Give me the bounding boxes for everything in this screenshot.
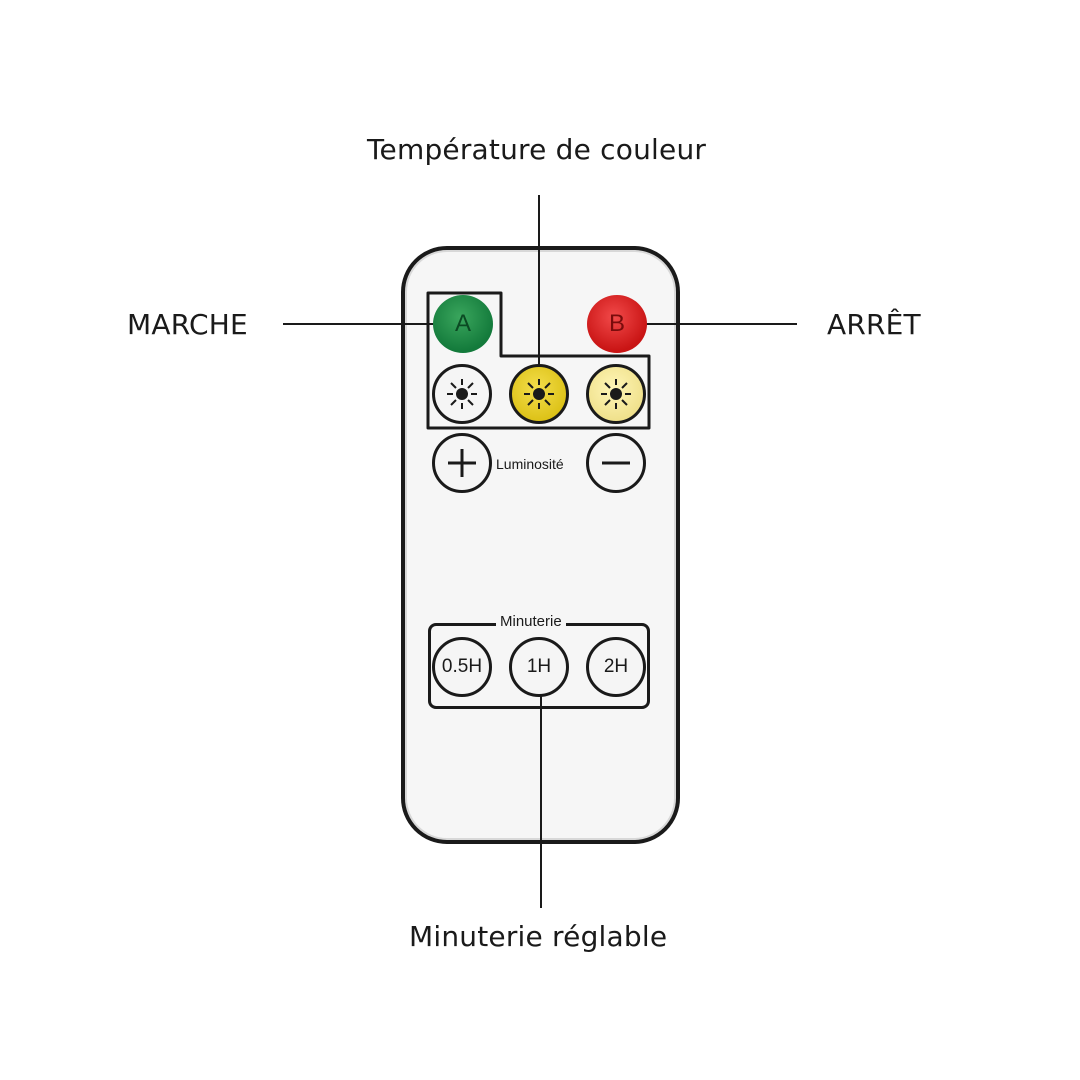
button-b-label: B <box>608 310 625 337</box>
button-a-label: A <box>454 310 471 337</box>
brightness-up-button[interactable] <box>432 433 492 493</box>
minus-icon <box>602 461 630 465</box>
timer-1h-label: 1H <box>526 656 552 677</box>
timer-2h-button[interactable]: 2H <box>586 637 646 697</box>
cool-white-button[interactable] <box>432 364 492 424</box>
brightness-label: Luminosité <box>496 456 564 472</box>
color-temperature-pointer <box>538 195 540 395</box>
color-temperature-callout: Température de couleur <box>367 133 707 166</box>
off-callout: ARRÊT <box>827 308 921 341</box>
timer-2h-label: 2H <box>603 656 629 677</box>
off-pointer <box>617 323 797 325</box>
warm-white-button[interactable] <box>509 364 569 424</box>
sun-icon <box>524 379 554 409</box>
timer-1h-button[interactable]: 1H <box>509 637 569 697</box>
timer-callout: Minuterie réglable <box>409 920 668 953</box>
timer-0-5h-button[interactable]: 0.5H <box>432 637 492 697</box>
on-pointer <box>283 323 463 325</box>
timer-title: Minuterie <box>496 613 566 630</box>
neutral-white-button[interactable] <box>586 364 646 424</box>
sun-icon <box>601 379 631 409</box>
timer-0-5h-label: 0.5H <box>441 656 483 677</box>
timer-pointer <box>540 668 542 908</box>
brightness-down-button[interactable] <box>586 433 646 493</box>
off-button-b[interactable]: B <box>587 295 647 353</box>
on-button-a[interactable]: A <box>433 295 493 353</box>
sun-icon <box>447 379 477 409</box>
button-group-outline <box>426 291 651 430</box>
plus-icon <box>448 449 476 477</box>
on-callout: MARCHE <box>127 308 248 341</box>
